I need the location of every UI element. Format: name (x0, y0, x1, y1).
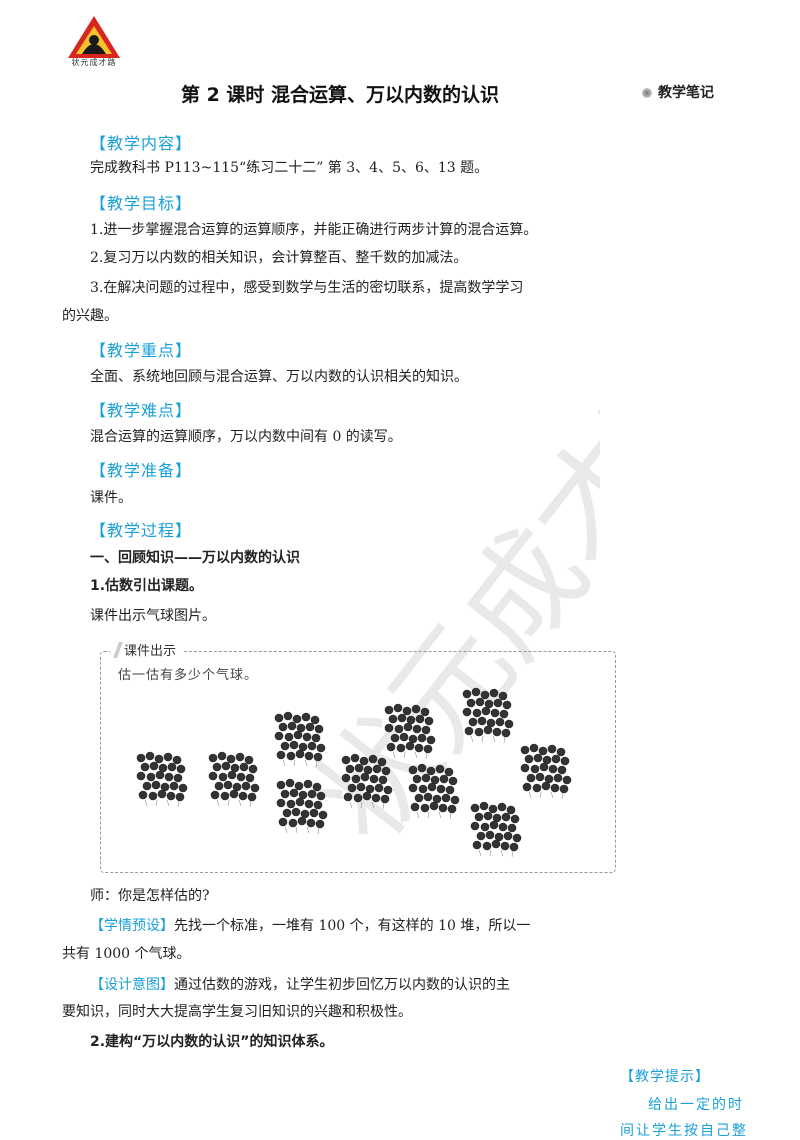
balloon-bunch (408, 763, 460, 820)
difficulty-text: 混合运算的运算顺序，万以内数中间有 0 的读写。 (90, 429, 402, 445)
process-heading-1: 一、回顾知识——万以内数的认识 (90, 550, 300, 566)
design-paragraph: 【设计意图】通过估数的游戏，让学生初步回忆万以内数的认识的主 (90, 977, 510, 993)
section-heading-process: 【教学过程】 (90, 521, 193, 540)
balloon-bunch (208, 751, 260, 808)
section-heading-goals: 【教学目标】 (90, 194, 193, 213)
bullet-icon (642, 88, 652, 98)
section-heading-difficulty: 【教学难点】 (90, 401, 193, 420)
process-heading-2: 1.估数引出课题。 (90, 578, 204, 594)
section-heading-content: 【教学内容】 (90, 134, 193, 153)
goal-1: 1.进一步掌握混合运算的运算顺序，并能正确进行两步计算的混合运算。 (90, 222, 538, 238)
section-heading-key: 【教学重点】 (90, 341, 193, 360)
courseware-question: 估一估有多少个气球。 (118, 668, 259, 683)
teacher-question: 师：你是怎样估的? (90, 888, 210, 904)
preset-paragraph-cont: 共有 1000 个气球。 (62, 946, 191, 962)
goal-2: 2.复习万以内数的相关知识，会计算整百、整千数的加减法。 (90, 250, 468, 266)
balloon-bunch (341, 753, 393, 810)
balloon-bunch (520, 743, 572, 800)
balloon-bunch (276, 778, 328, 835)
teaching-tip-line-1: 给出一定的时 (648, 1097, 744, 1113)
balloon-bunch (470, 801, 522, 858)
balloon-bunch (384, 703, 436, 760)
preset-tag: 【学情预设】 (90, 918, 174, 934)
goal-3-cont: 的兴趣。 (62, 308, 118, 324)
balloon-bunch (274, 711, 326, 768)
design-paragraph-cont: 要知识，同时大大提高学生复习旧知识的兴趣和积极性。 (62, 1004, 412, 1020)
teaching-notes-label: 教学笔记 (642, 82, 714, 102)
page-title: 第 2 课时 混合运算、万以内数的认识 (180, 84, 500, 106)
preset-paragraph: 【学情预设】先找一个标准，一堆有 100 个，有这样的 10 堆，所以一 (90, 918, 531, 934)
teaching-tip-heading: 【教学提示】 (620, 1069, 710, 1085)
content-text: 完成教科书 P113~115“练习二十二” 第 3、4、5、6、13 题。 (90, 160, 489, 176)
process-heading-3: 2.建构“万以内数的认识”的知识体系。 (90, 1034, 334, 1050)
courseware-box (100, 651, 616, 873)
courseware-label: 课件出示 (110, 640, 183, 659)
teaching-tip-line-2: 间让学生按自己整 (620, 1123, 748, 1139)
prep-text: 课件。 (90, 490, 132, 506)
design-tag: 【设计意图】 (90, 977, 174, 993)
label-slash-icon (113, 642, 123, 658)
logo-caption: 状元成才路 (71, 58, 117, 67)
section-heading-prep: 【教学准备】 (90, 461, 193, 480)
process-paragraph-1: 课件出示气球图片。 (90, 608, 216, 624)
balloon-bunch (136, 751, 188, 808)
balloon-illustration (136, 687, 572, 858)
publisher-logo (68, 16, 120, 58)
balloon-bunch (462, 687, 514, 744)
key-text: 全面、系统地回顾与混合运算、万以内数的认识相关的知识。 (90, 369, 468, 385)
goal-3: 3.在解决问题的过程中，感受到数学与生活的密切联系，提高数学学习 (90, 280, 524, 296)
